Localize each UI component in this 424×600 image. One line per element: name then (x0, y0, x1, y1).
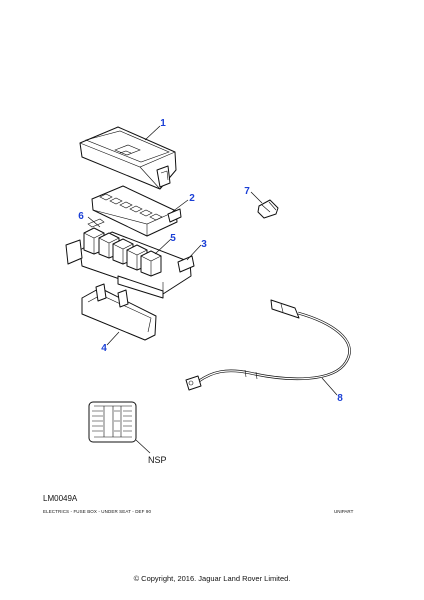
fuse-box-base (65, 218, 195, 299)
source-label: UNIPART (334, 509, 354, 514)
connector-clip (257, 199, 279, 219)
lower-tray (81, 283, 157, 341)
callout-8: 8 (337, 393, 343, 404)
fuse-box-cover (79, 126, 177, 190)
callout-1: 1 (160, 118, 166, 129)
fuse-legend-card (88, 401, 137, 443)
fuse-carrier (91, 185, 182, 237)
callout-5: 5 (170, 233, 176, 244)
callout-3: 3 (201, 239, 207, 250)
diagram-reference-code: LM0049A (43, 494, 78, 503)
callout-nsp: NSP (148, 455, 167, 465)
callout-7: 7 (244, 186, 250, 197)
diagram-caption: ELECTRICS - FUSE BOX - UNDER SEAT - DEF … (43, 509, 152, 514)
wiring-lead (185, 299, 351, 391)
leader-lines (87, 125, 338, 454)
callout-2: 2 (189, 193, 195, 204)
callout-4: 4 (101, 343, 107, 354)
copyright-notice: © Copyright, 2016. Jaguar Land Rover Lim… (133, 574, 291, 583)
callout-6: 6 (78, 211, 84, 222)
